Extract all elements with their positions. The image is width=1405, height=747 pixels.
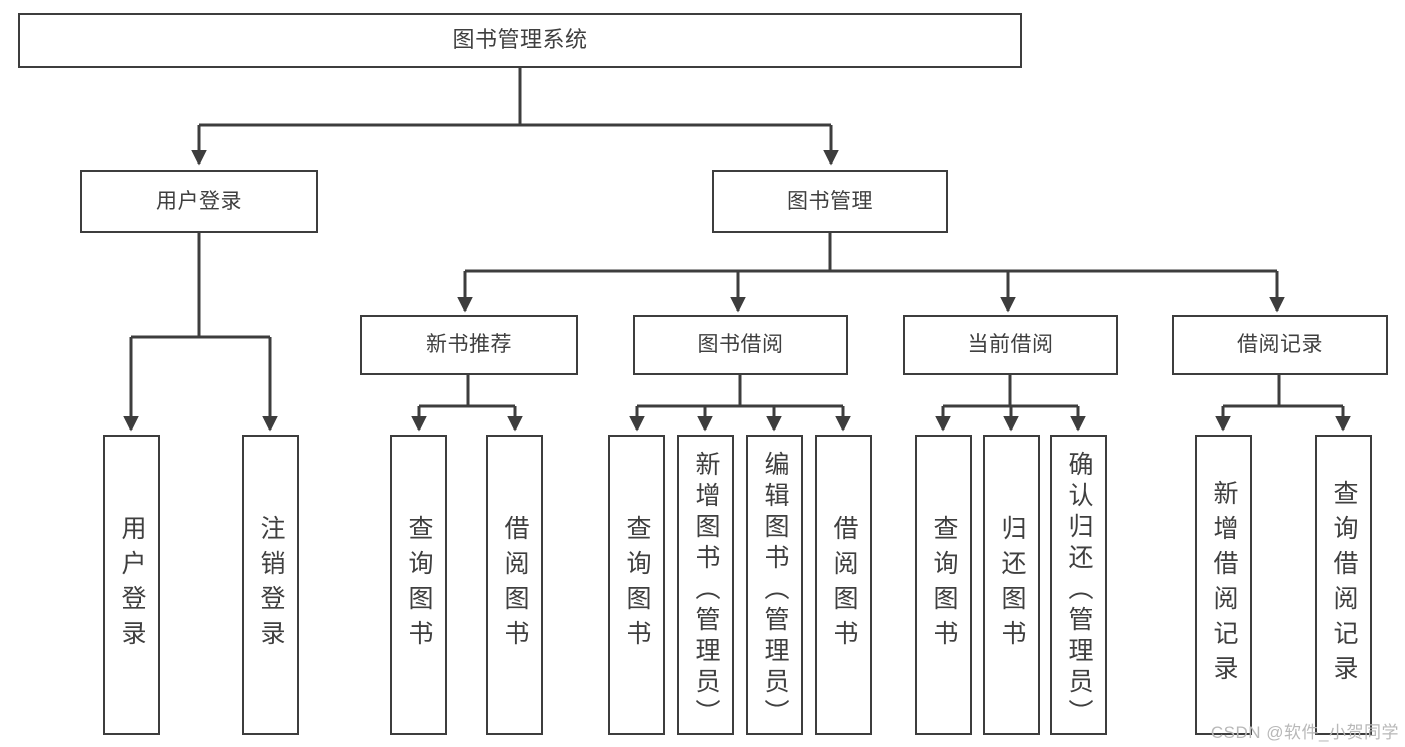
leaf-current-confirm-return-admin[interactable]: 确认归还（管理员） — [1050, 435, 1107, 735]
csdn-watermark: CSDN @软件_小贺同学 — [1210, 723, 1399, 742]
leaf-record-add-record[interactable]: 新增借阅记录 — [1195, 435, 1252, 735]
leaf-user-login-signout[interactable]: 注销登录 — [242, 435, 299, 735]
node-label: 当前借阅 — [967, 333, 1054, 357]
node-label: 查询图书 — [405, 515, 433, 655]
node-label: 新增图书（管理员） — [692, 451, 720, 730]
node-label: 注销登录 — [257, 515, 285, 655]
node-label: 用户登录 — [156, 189, 242, 213]
node-label: 图书借阅 — [697, 333, 784, 357]
leaf-borrow-add-book-admin[interactable]: 新增图书（管理员） — [677, 435, 734, 735]
node-label: 编辑图书（管理员） — [761, 451, 789, 730]
leaf-recommend-borrow-book[interactable]: 借阅图书 — [486, 435, 543, 735]
node-label: 查询图书 — [930, 515, 958, 655]
node-label: 查询借阅记录 — [1330, 480, 1358, 690]
node-book-management[interactable]: 图书管理 — [712, 170, 948, 233]
leaf-current-return-book[interactable]: 归还图书 — [983, 435, 1040, 735]
node-label: 新增借阅记录 — [1210, 480, 1238, 690]
node-label: 图书管理系统 — [452, 27, 588, 53]
node-label: 新书推荐 — [426, 333, 512, 357]
leaf-borrow-query-book[interactable]: 查询图书 — [608, 435, 665, 735]
node-root-system[interactable]: 图书管理系统 — [18, 13, 1022, 68]
leaf-borrow-edit-book-admin[interactable]: 编辑图书（管理员） — [746, 435, 803, 735]
node-new-book-recommend[interactable]: 新书推荐 — [360, 315, 578, 375]
node-label: 图书管理 — [787, 189, 873, 213]
node-label: 确认归还（管理员） — [1065, 451, 1093, 730]
node-borrow-record[interactable]: 借阅记录 — [1172, 315, 1388, 375]
node-current-borrow[interactable]: 当前借阅 — [903, 315, 1118, 375]
leaf-borrow-borrow-book[interactable]: 借阅图书 — [815, 435, 872, 735]
node-label: 归还图书 — [998, 515, 1026, 655]
leaf-user-login-signin[interactable]: 用户登录 — [103, 435, 160, 735]
node-user-login[interactable]: 用户登录 — [80, 170, 318, 233]
node-label: 借阅图书 — [501, 515, 529, 655]
node-label: 查询图书 — [623, 515, 651, 655]
node-book-borrow[interactable]: 图书借阅 — [633, 315, 848, 375]
leaf-current-query-book[interactable]: 查询图书 — [915, 435, 972, 735]
node-label: 借阅记录 — [1237, 333, 1323, 357]
node-label: 用户登录 — [118, 515, 146, 655]
leaf-record-query-record[interactable]: 查询借阅记录 — [1315, 435, 1372, 735]
leaf-recommend-query-book[interactable]: 查询图书 — [390, 435, 447, 735]
node-label: 借阅图书 — [830, 515, 858, 655]
